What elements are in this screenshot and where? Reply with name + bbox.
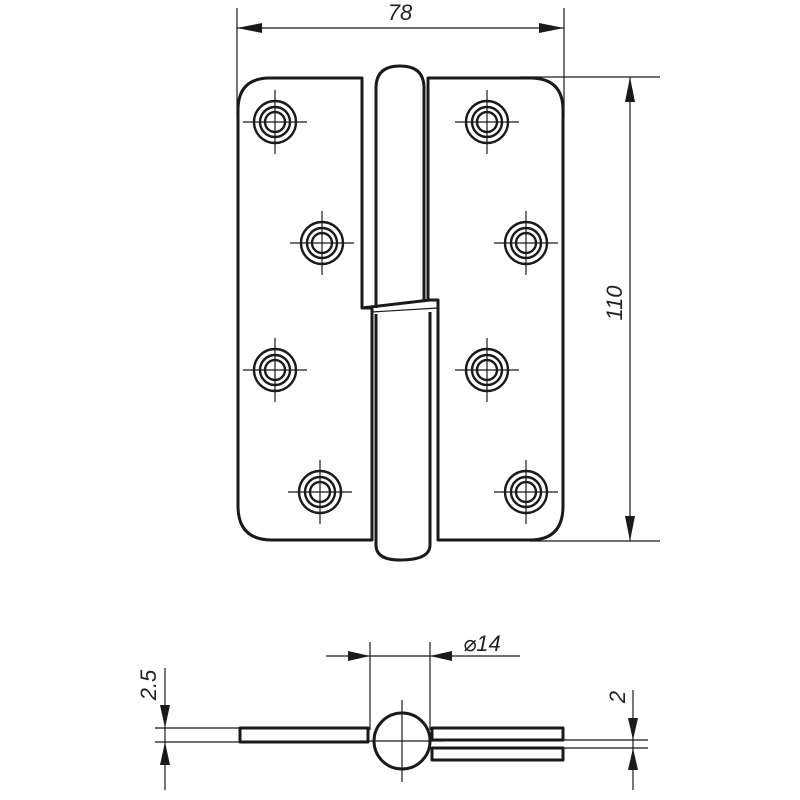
hinge-knuckle-lower [374,312,432,562]
gap-label: 2 [605,691,630,704]
pin-diameter-label: ⌀14 [463,631,501,656]
right-plate-section-lower [430,746,565,762]
screw-hole-icon [241,336,309,404]
left-plate-section [238,726,370,744]
thickness-label: 2.5 [136,669,161,701]
pin-diameter-dimension: ⌀14 [326,631,520,730]
hinge-end-view [238,700,565,782]
thickness-dimension: 2.5 [136,668,240,790]
gap-dimension: 2 [563,690,648,790]
left-leaf-outline [236,76,374,542]
height-label: 110 [602,285,627,321]
right-plate-section-upper [430,726,565,742]
right-leaf-outline [426,76,565,542]
hinge-knuckle-upper [374,64,426,308]
screw-hole-icon [453,336,521,404]
screw-hole-icon [241,88,309,156]
screw-hole-icon [492,458,560,526]
screw-hole-icon [286,458,354,526]
width-label: 78 [388,0,413,25]
screw-hole-icon [453,88,521,156]
screw-hole-icon [492,209,560,277]
height-dimension: 110 [520,76,660,542]
screw-hole-icon [288,209,356,277]
hinge-front-view [236,64,565,562]
width-dimension: 78 [236,0,565,118]
